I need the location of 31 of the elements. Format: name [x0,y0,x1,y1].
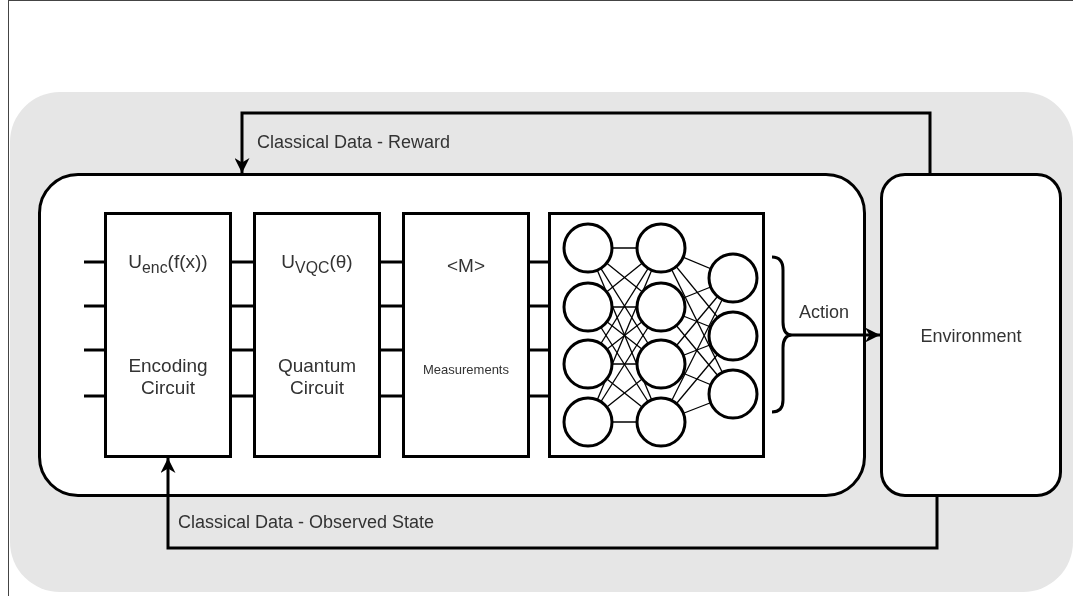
wire-line [381,304,402,308]
wire-line [84,348,104,352]
wire-line [84,394,104,398]
wire-line [232,304,253,308]
wire-line [381,260,402,264]
block-label: Environment [919,326,1023,347]
wire-line [84,260,104,264]
wire-line [84,304,104,308]
environment-box [880,173,1062,497]
arrow [792,327,880,343]
wire-line [381,394,402,398]
circuit-box [104,212,232,458]
wire-line [530,260,548,264]
operator-label: U$_{VQC}$(θ) [280,251,354,277]
circuit-box [402,212,530,458]
block-label: Quantum Circuit [276,355,358,399]
wire-line [381,348,402,352]
wire-line [232,348,253,352]
wire-line [232,394,253,398]
operator-label: U$_{enc}$(f(x)) [127,251,209,277]
rounded-container [38,173,866,497]
wire-line [530,348,548,352]
block-label: Measurements [422,363,510,378]
operator-label: <M> [446,255,486,277]
wire-line [530,394,548,398]
block-label: Encoding Circuit [127,355,209,399]
wire-line [232,260,253,264]
wire-line [530,304,548,308]
arrow [234,111,932,173]
arrow [160,458,939,550]
circuit-box [253,212,381,458]
